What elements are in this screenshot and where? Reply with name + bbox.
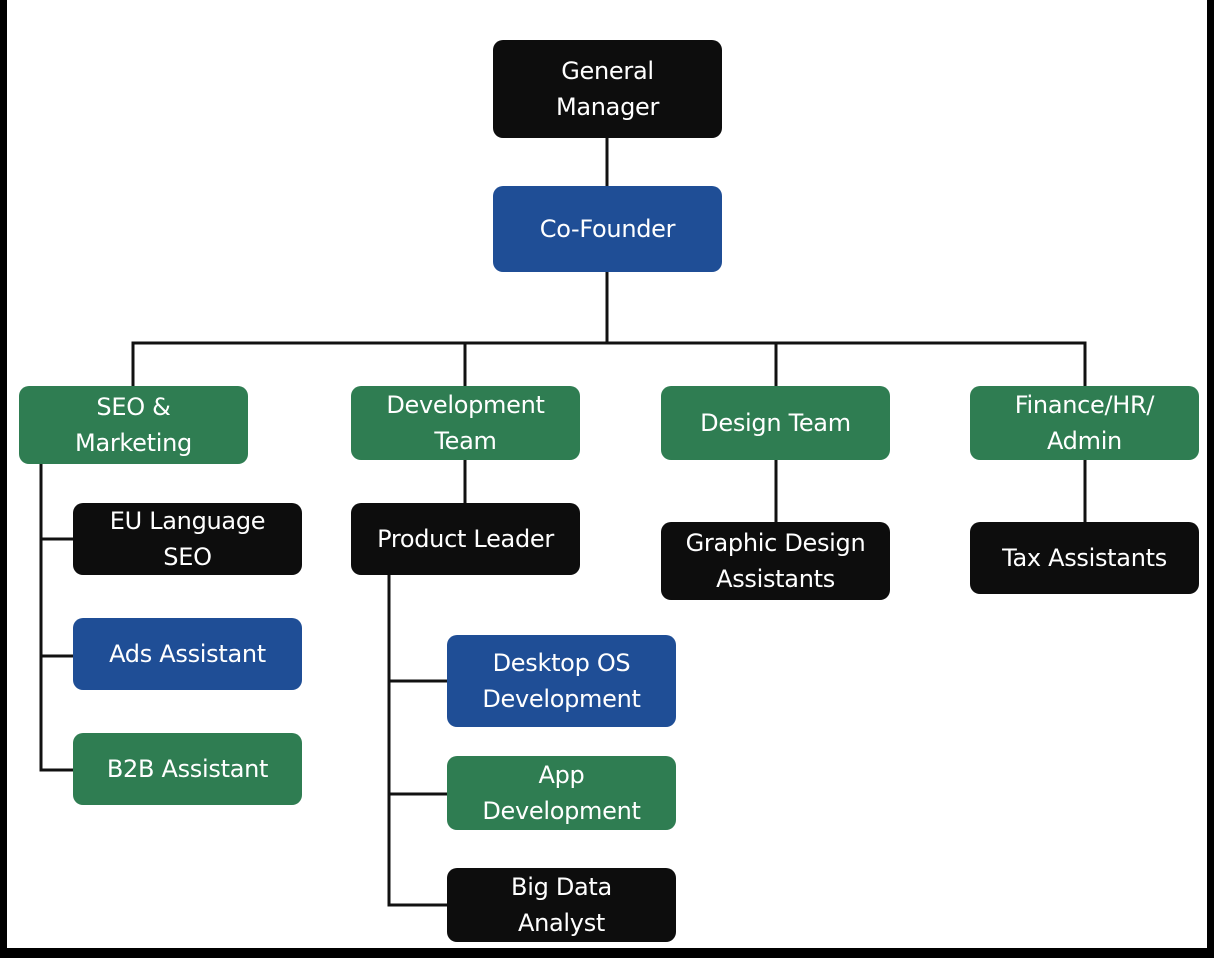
node-ads-assistant: Ads Assistant — [73, 618, 302, 690]
node-seo-marketing: SEO & Marketing — [19, 386, 248, 464]
node-eu-language-seo: EU Language SEO — [73, 503, 302, 575]
node-desktop-os-development: Desktop OS Development — [447, 635, 676, 727]
node-design-team: Design Team — [661, 386, 890, 460]
node-finance-hr-admin: Finance/HR/ Admin — [970, 386, 1199, 460]
node-development-team: Development Team — [351, 386, 580, 460]
node-general-manager: General Manager — [493, 40, 722, 138]
node-graphic-design-assistants: Graphic Design Assistants — [661, 522, 890, 600]
node-co-founder: Co-Founder — [493, 186, 722, 272]
node-big-data-analyst: Big Data Analyst — [447, 868, 676, 942]
node-tax-assistants: Tax Assistants — [970, 522, 1199, 594]
node-app-development: App Development — [447, 756, 676, 830]
node-product-leader: Product Leader — [351, 503, 580, 575]
org-chart: General Manager Co-Founder SEO & Marketi… — [7, 0, 1207, 948]
connector-lines — [39, 136, 1087, 907]
node-b2b-assistant: B2B Assistant — [73, 733, 302, 805]
